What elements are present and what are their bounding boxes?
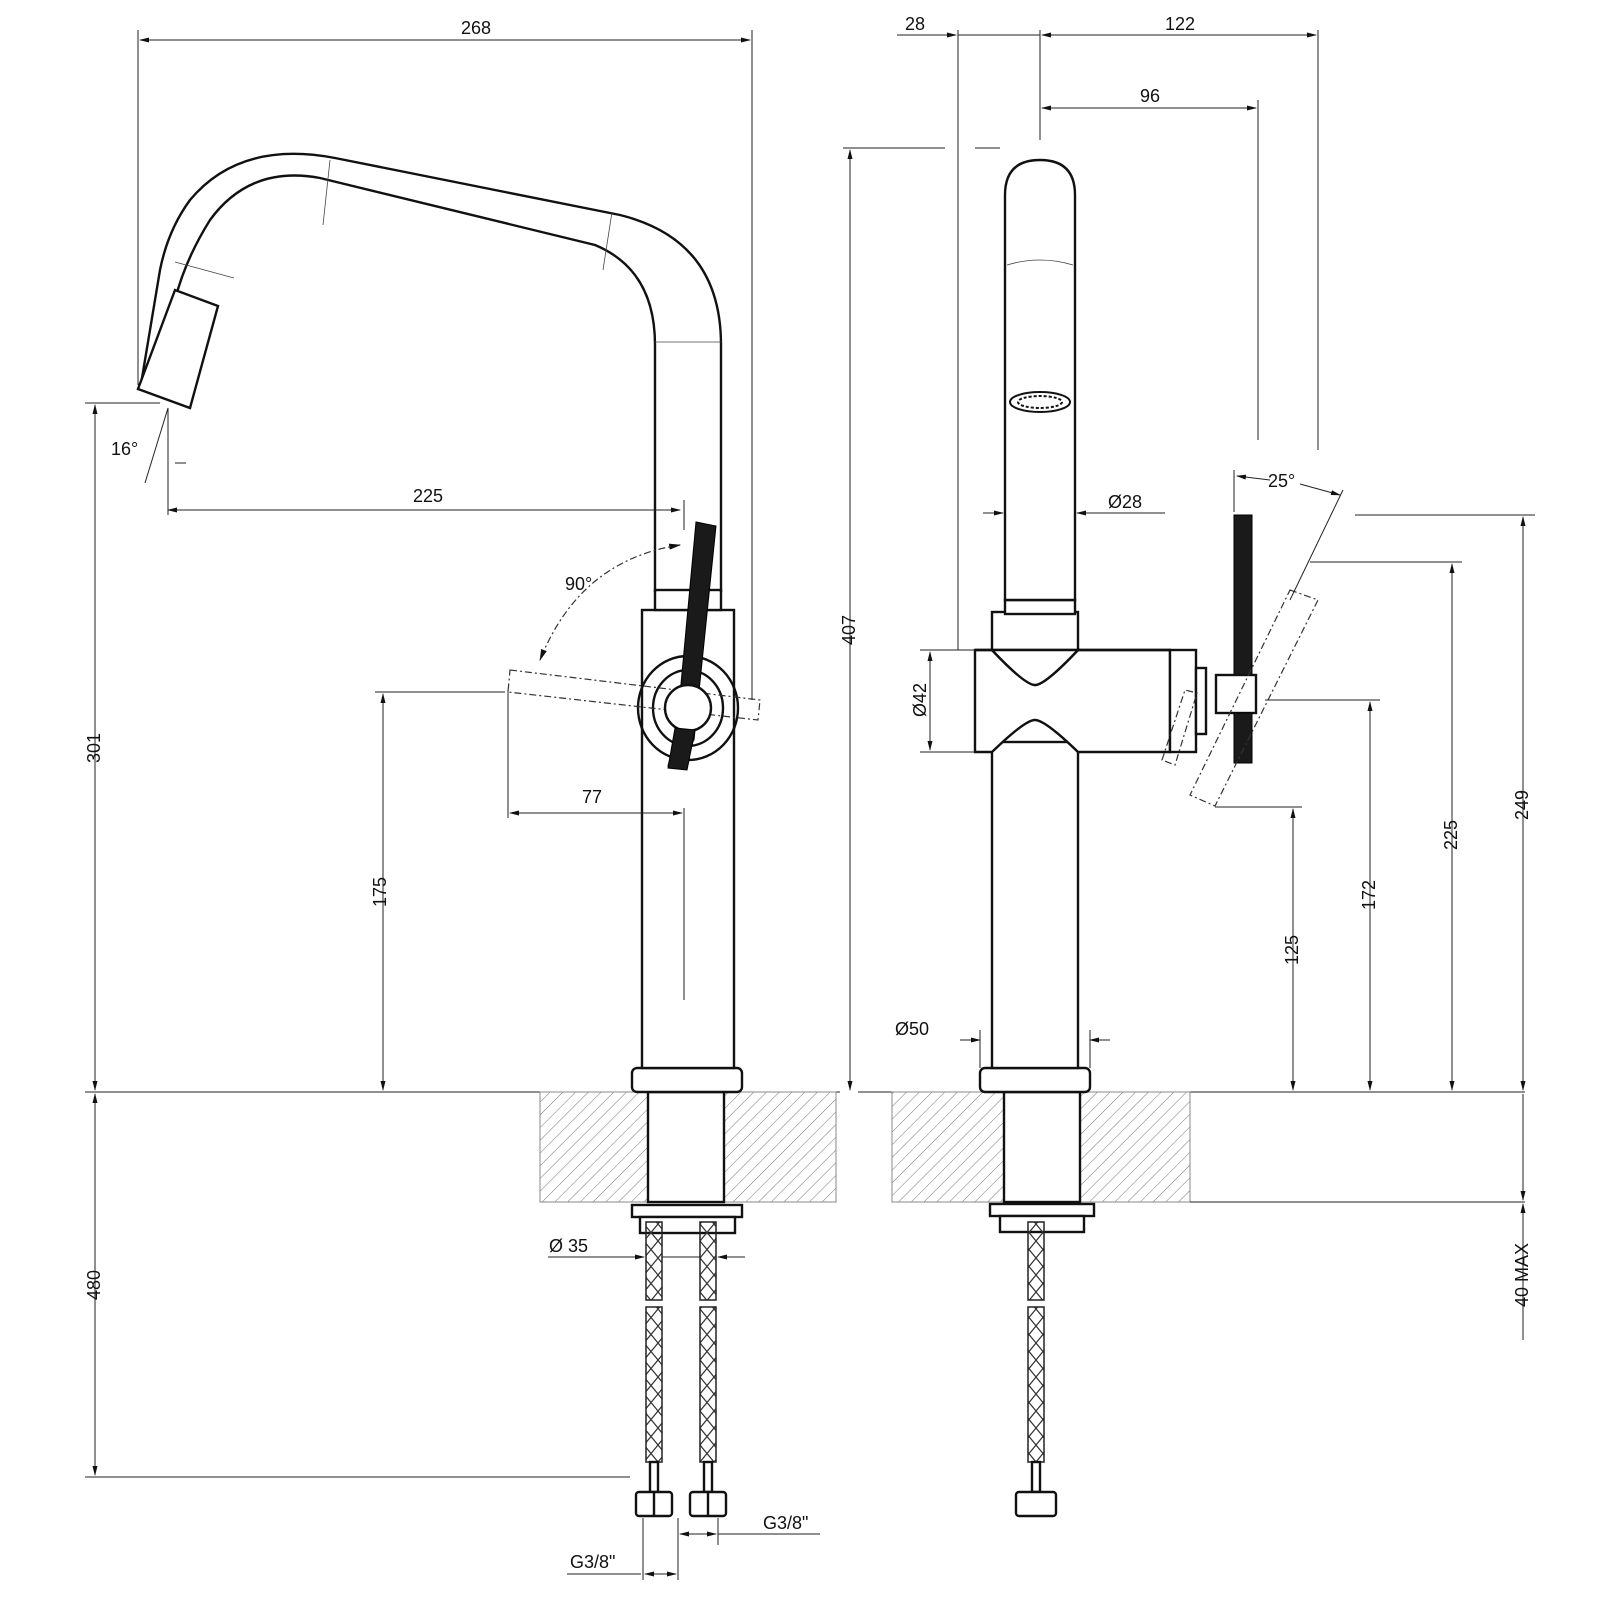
dim-spout-angle: 16° bbox=[111, 439, 138, 459]
dim-lever-height: 175 bbox=[370, 877, 390, 907]
dim-handle-reach: 122 bbox=[1165, 14, 1195, 34]
locknut bbox=[630, 1203, 744, 1219]
dim-spout-diameter: Ø28 bbox=[1108, 492, 1142, 512]
dim-lever-rotation: 90° bbox=[565, 574, 592, 594]
dim-shank-diameter: Ø 35 bbox=[549, 1236, 588, 1256]
deck-section bbox=[539, 1091, 837, 1203]
dim-lever-pivot-height: 172 bbox=[1359, 880, 1379, 910]
dim-lever-bottom-height: 125 bbox=[1282, 935, 1302, 965]
dim-lever-offset: 77 bbox=[582, 787, 602, 807]
lever-tail bbox=[667, 727, 696, 771]
dim-left-offset: 28 bbox=[905, 14, 925, 34]
dim-base-diameter: Ø50 bbox=[895, 1019, 929, 1039]
front-lever-handle[interactable] bbox=[1233, 514, 1253, 676]
spout-tube bbox=[136, 152, 723, 592]
front-view: 28 122 96 407 Ø28 Ø42 Ø50 25° bbox=[839, 14, 1535, 1518]
dim-lever-tilted-height: 225 bbox=[1441, 820, 1461, 850]
front-hose bbox=[1027, 1221, 1045, 1301]
dim-spout-height: 301 bbox=[84, 733, 104, 763]
side-view: 268 16° 225 90° 77 301 175 480 bbox=[84, 18, 840, 1580]
dim-spout-axis-offset: 96 bbox=[1140, 86, 1160, 106]
lever-pivot bbox=[663, 683, 713, 733]
dim-overall-height: 407 bbox=[839, 615, 859, 645]
dim-spout-reach: 225 bbox=[413, 486, 443, 506]
dim-hose-thread-1: G3/8" bbox=[570, 1552, 615, 1572]
dim-hose-length: 480 bbox=[84, 1270, 104, 1300]
dim-lever-top-height: 249 bbox=[1512, 790, 1532, 820]
dim-deck-thickness: 40 MAX bbox=[1512, 1243, 1532, 1307]
dim-hose-thread-2: G3/8" bbox=[763, 1513, 808, 1533]
dim-overall-width: 268 bbox=[461, 18, 491, 38]
supply-hoses bbox=[634, 1221, 728, 1518]
front-spout bbox=[1003, 158, 1077, 602]
base-ring bbox=[630, 1066, 744, 1094]
shank bbox=[646, 1090, 726, 1204]
dim-body-diameter: Ø42 bbox=[910, 683, 930, 717]
spout-outlet bbox=[136, 288, 220, 410]
dim-lever-angle: 25° bbox=[1268, 471, 1295, 491]
